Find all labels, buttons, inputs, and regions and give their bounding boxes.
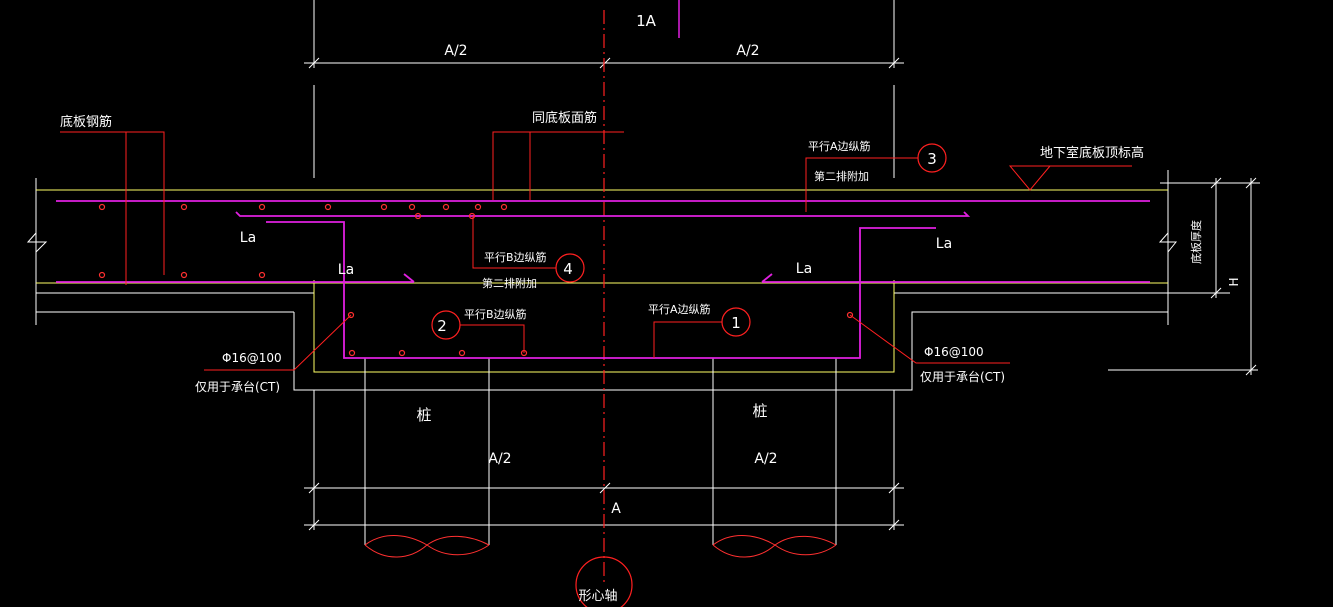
label-half-span-right: A/2 [736, 43, 759, 59]
label-parallel-a-edge-rebar-top: 平行A边纵筋 [808, 139, 871, 153]
dimension-lines [304, 0, 1260, 531]
label-anchorage-left-top: La [240, 230, 256, 246]
label-pile-left: 桩 [416, 406, 431, 424]
piles [364, 358, 837, 545]
label-parallel-a-edge-rebar-low: 平行A边纵筋 [648, 302, 711, 316]
label-top-section: 1A [636, 12, 657, 30]
marker-1: 1 [731, 314, 741, 332]
label-stirrup-left: Φ16@100 [222, 351, 282, 365]
marker-3: 3 [927, 150, 937, 168]
marker-4: 4 [563, 260, 573, 278]
label-basement-floor-top-elev: 地下室底板顶标高 [1040, 145, 1144, 161]
leader-lines [60, 131, 1132, 371]
label-stirrup-right-note: 仅用于承台(CT) [920, 369, 1005, 384]
label-parallel-b-edge-rebar-mid: 平行B边纵筋 [484, 250, 547, 264]
label-anchorage-left-mid: La [338, 262, 354, 278]
pile-breaks [364, 535, 837, 558]
label-second-row-addition-mid: 第二排附加 [482, 276, 537, 290]
label-slab-thickness: 底板厚度 [1189, 220, 1203, 264]
label-floor-rebar: 底板钢筋 [60, 114, 112, 130]
label-height: H [1227, 277, 1241, 286]
label-same-as-slab-top-rebar: 同底板面筋 [532, 110, 597, 126]
label-parallel-b-edge-rebar-low: 平行B边纵筋 [464, 307, 527, 321]
label-pile-right: 桩 [752, 402, 767, 420]
label-half-span-bottom-left: A/2 [488, 451, 511, 467]
label-full-span: A [611, 501, 621, 517]
marker-2: 2 [437, 317, 447, 335]
slab-top-line [36, 189, 1168, 373]
label-stirrup-right: Φ16@100 [924, 345, 984, 359]
rebar-dots [98, 203, 854, 357]
label-anchorage-right-top: La [936, 236, 952, 252]
label-half-span-left: A/2 [444, 43, 467, 59]
slab-outline [26, 170, 1178, 391]
label-stirrup-left-note: 仅用于承台(CT) [195, 379, 280, 394]
label-second-row-addition-top: 第二排附加 [814, 169, 869, 183]
label-centroid-axis: 形心轴 [578, 589, 617, 604]
marker-circles [431, 143, 947, 607]
rebar [56, 200, 1150, 359]
label-anchorage-right-mid: La [796, 261, 812, 277]
label-half-span-bottom-right: A/2 [754, 451, 777, 467]
